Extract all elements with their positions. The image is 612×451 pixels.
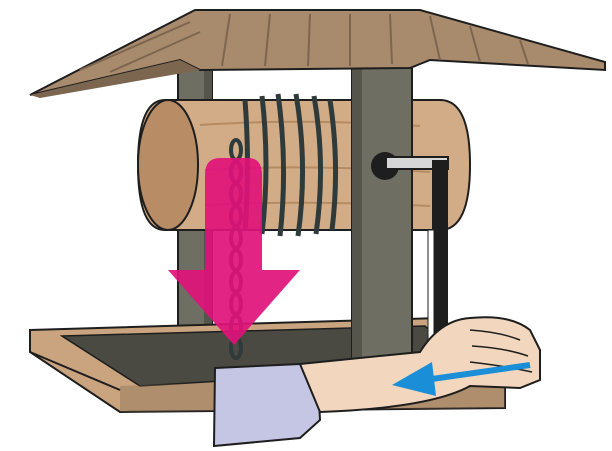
- front-post: [352, 60, 412, 366]
- roof: [30, 10, 605, 98]
